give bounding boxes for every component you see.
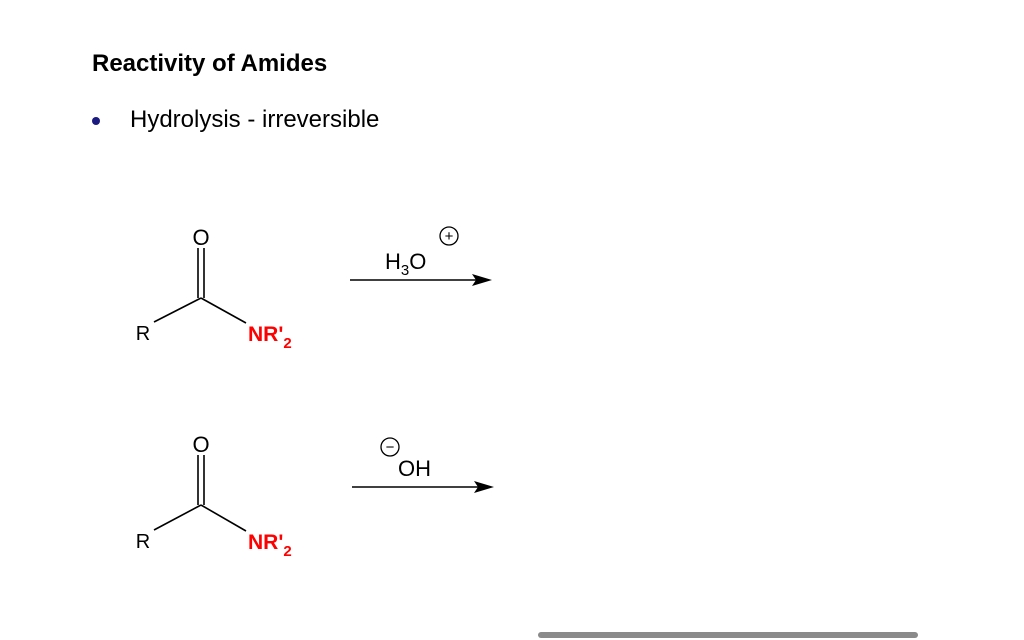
svg-text:−: −: [386, 439, 395, 456]
oxygen-label-1: O: [192, 225, 209, 250]
amine-label-2: NR'2: [248, 531, 292, 560]
amine-label-1: NR'2: [248, 323, 292, 352]
slide-title: Reactivity of Amides: [92, 50, 328, 77]
reagent-h3o-label: H3O: [385, 249, 426, 279]
reagent-oh-label: OH: [398, 456, 431, 481]
amide-structure-2: [153, 455, 247, 532]
r-group-label-1: R: [136, 323, 150, 345]
n-bond-1: [200, 297, 247, 324]
n-bond-2: [200, 504, 247, 532]
horizontal-scrollbar[interactable]: [538, 632, 918, 638]
svg-text:+: +: [445, 228, 454, 245]
oxygen-label-2: O: [192, 432, 209, 457]
r-bond-2: [153, 504, 202, 531]
negative-charge-icon: −: [380, 437, 400, 457]
reaction-arrow-2: [352, 481, 494, 493]
bullet-text: Hydrolysis - irreversible: [130, 106, 380, 133]
r-group-label-2: R: [136, 531, 150, 553]
reaction-arrow-1: [350, 274, 492, 286]
positive-charge-icon: +: [439, 226, 459, 246]
amide-structure-1: [153, 248, 247, 324]
bullet-item: Hydrolysis - irreversible: [92, 106, 379, 134]
bullet-dot-icon: [92, 117, 100, 125]
r-bond-1: [153, 297, 202, 323]
